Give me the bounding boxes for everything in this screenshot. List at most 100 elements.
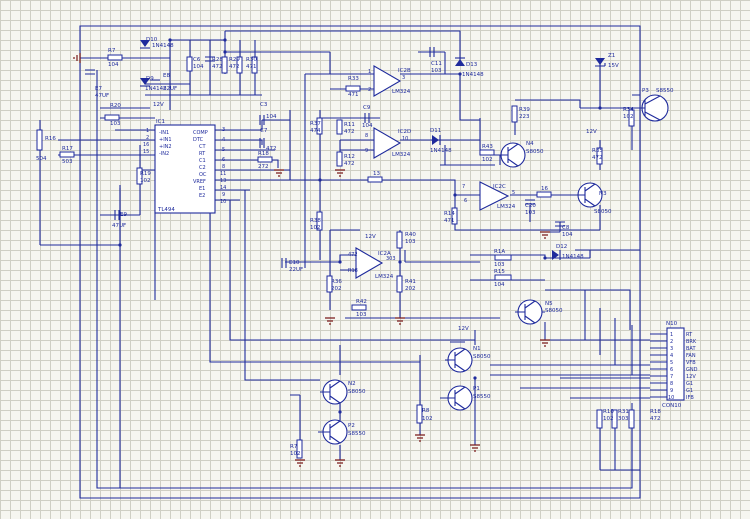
label-r43-value: 102: [482, 157, 493, 163]
junction-dot: [223, 50, 227, 54]
label-d11: D11: [430, 128, 441, 134]
ic1-pin-label-dtc: DTC: [193, 137, 204, 143]
ic1-pin-label-rt: RT: [199, 151, 206, 157]
capacitor-e10: [281, 258, 287, 268]
junction-dot: [318, 178, 322, 182]
resistor-r29: [236, 56, 243, 74]
label-n3: N3: [599, 191, 607, 197]
capacitors: [85, 47, 565, 268]
wire-d11-out: [440, 145, 495, 166]
label-d13: D13: [466, 62, 478, 68]
resistor-r28: [221, 56, 228, 74]
wire-top-feed: [80, 40, 171, 110]
junction-dot: [473, 376, 477, 380]
junctions: [118, 38, 602, 414]
connector-pin-num-3: 3: [670, 346, 673, 352]
label-r7b: R7: [290, 444, 298, 450]
connector-pin-num-1: 1: [670, 332, 673, 338]
component-labels: D10 1N4148 D9 1N4148 R7 104 E7 47UF E8 2…: [36, 37, 674, 457]
ic1-pin-num-16: 16: [143, 142, 149, 148]
label-r15-value: 104: [494, 282, 505, 288]
opamp-ic2d-ref: IC2D: [398, 129, 411, 135]
label-c7: C7: [260, 128, 268, 134]
wire-r38: [329, 229, 360, 310]
connector-pin-label-5: VFB: [686, 360, 696, 366]
label-p1: P1: [473, 386, 480, 392]
ground-c8: [540, 231, 550, 239]
label-c9: C9: [363, 105, 371, 111]
label-r1a-value: 103: [494, 262, 505, 268]
transistors: [318, 94, 669, 445]
label-r36-value: 202: [331, 286, 342, 292]
label-r10: R10: [603, 409, 614, 415]
label-e10-value: 22UF: [289, 267, 303, 273]
wire-n2: [244, 190, 341, 381]
connector-n10: N10 CON10 1 2 3 4 5 6 7 8 9 10 RT BRK BA…: [650, 321, 698, 409]
resistor-r13: [367, 176, 383, 183]
connector-pin-num-10: 10: [668, 395, 674, 401]
opamp-ic2c-pin10: 7: [462, 184, 465, 190]
wire-outer-frame: [79, 25, 641, 499]
label-e8-value: 22UF: [163, 86, 177, 92]
opamp-ic2b-body: [373, 65, 402, 97]
label-r20: R20: [110, 103, 121, 109]
resistor-c6-body: [186, 56, 193, 72]
capacitor-c8: [555, 221, 565, 227]
label-r10-value: 102: [603, 416, 614, 422]
label-c3-value: 104: [266, 114, 277, 120]
wire-e2: [229, 200, 476, 345]
resistor-r30: [251, 56, 258, 74]
label-n2-value: S8050: [348, 389, 366, 395]
opamp-ic2a-part: LM324: [375, 274, 394, 280]
transistor-n5: [515, 299, 543, 325]
wire-con-inputs: [584, 290, 633, 375]
opamp-ic2d-body: [373, 127, 402, 159]
label-r18b: R18: [650, 409, 661, 415]
label-r34-value: 102: [623, 114, 634, 120]
connector-pin-num-9: 9: [670, 388, 673, 394]
ic1-pin-label-in2n: -IN2: [159, 151, 169, 157]
label-d12: D12: [556, 244, 567, 250]
resistor-r16b: [536, 191, 552, 198]
label-12v-n1: 12V: [458, 326, 469, 332]
label-r30: R30: [246, 57, 257, 63]
wire-n5: [345, 289, 631, 330]
label-c8-value: 104: [562, 232, 573, 238]
label-r39: R39: [519, 107, 530, 113]
wire-n5-emit: [544, 322, 650, 341]
connector-n10-ref: N10: [666, 321, 678, 327]
resistor-r36: [326, 275, 333, 293]
label-r14-value: 471: [444, 218, 455, 224]
transistor-n2: [320, 379, 348, 405]
label-12v-ic2a: 12V: [365, 234, 376, 240]
resistor-r7b: [296, 439, 303, 459]
capacitor-c6: [205, 56, 215, 62]
label-c20-value: 103: [525, 210, 536, 216]
transistor-p1: [440, 385, 473, 411]
wire-ic2b-in: [304, 73, 374, 268]
ic1-tl494: IC1 TL494 -IN1 +IN1 +IN2 -IN2 COMP DTC C…: [143, 119, 226, 214]
opamp-ic2b: IC2B LM324 1 2 3: [368, 65, 411, 97]
opamp-ic2d-pin12: 8: [365, 133, 368, 139]
ic1-pin-label-vref: VREF: [193, 179, 206, 185]
resistor-r11: [336, 119, 343, 135]
ic1-pin-label-in1p: +IN1: [159, 137, 172, 143]
diode-d13: [455, 59, 465, 66]
opamp-ic2c: IC2C LM324 7 6 5: [462, 181, 516, 211]
ic1-pin-label-oc: OC: [199, 172, 207, 178]
transistor-n5-leads: [515, 300, 536, 324]
label-d13-value: 1N4148: [462, 72, 484, 78]
opamp-ic2c-body: [479, 181, 510, 211]
ground-p1: [470, 444, 480, 452]
connector-n10-part: CON10: [662, 403, 682, 409]
connector-pin-label-6: GND: [686, 367, 698, 373]
wire-e1: [209, 200, 421, 420]
ic1-pin-num-10: 10: [220, 199, 226, 205]
label-d9: D9: [146, 76, 154, 82]
resistor-r12: [336, 151, 343, 167]
label-n4-value: S8050: [526, 149, 544, 155]
opamp-ic2b-ref: IC2B: [398, 68, 411, 74]
ic1-pin-num-8: 8: [222, 164, 225, 170]
label-12v-r35: 12V: [586, 129, 597, 135]
